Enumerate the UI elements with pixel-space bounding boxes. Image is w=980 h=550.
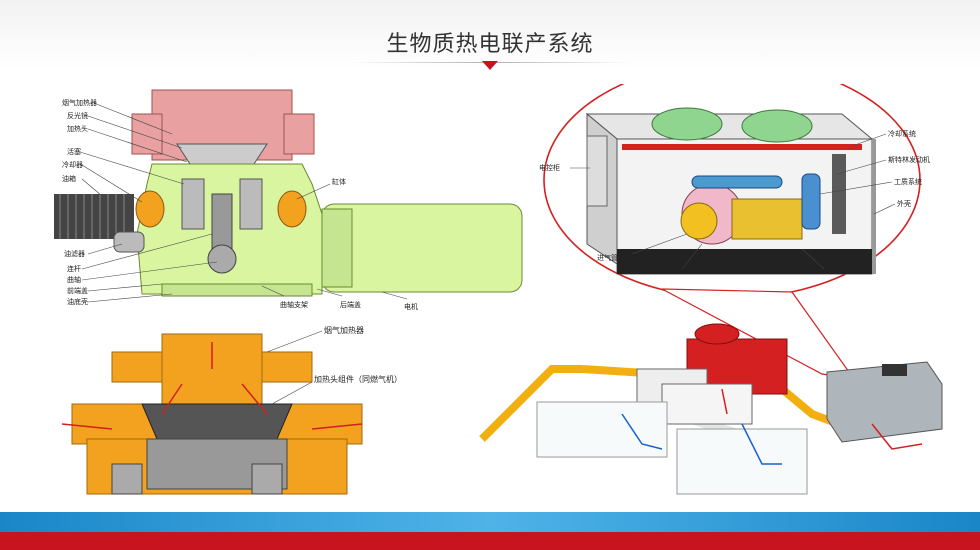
footer-red-band: [0, 532, 980, 550]
engine-oil-pan: [161, 283, 313, 297]
heater-detail: 烟气加热器 加热头组件（同燃气机）: [61, 325, 402, 495]
label-control-cabinet: 电控柜: [539, 163, 560, 172]
label-frame: 外壳: [897, 199, 911, 208]
unit-blue-pipe: [691, 175, 783, 189]
system-yellow-pipe-left: [479, 365, 582, 442]
label-rear-cover: 后端盖: [340, 300, 361, 309]
engine-cross-section: 烟气加热器 反光镜 加热头 活塞 冷却器 油箱 油滤器 连杆 曲轴 前端盖 油底…: [54, 89, 523, 311]
footer-blue-band: [0, 512, 980, 532]
system-tank-mid: [661, 383, 753, 425]
engine-heater-left-flange: [131, 113, 163, 155]
slide-title: 生物质热电联产系统: [386, 32, 594, 57]
heater-left-cylinder: [111, 463, 143, 495]
engine-motor-flange: [321, 208, 353, 288]
engine-leader-lines: [79, 102, 408, 303]
engine-reflector: [176, 143, 268, 165]
label-front-cover: 前端盖: [67, 286, 88, 295]
label-heating-head-assembly: 加热头组件（同燃气机）: [314, 374, 402, 384]
title-marker-icon: [482, 61, 498, 70]
engine-oil-filter: [113, 231, 145, 253]
system-view: [479, 323, 943, 495]
label-cooler: 冷却器: [62, 160, 83, 169]
engine-cooler-right: [277, 190, 307, 228]
label-flue-heater: 烟气加热器: [62, 98, 97, 107]
engine-heater-right-flange: [283, 113, 315, 155]
label-flue-heater-3d: 烟气加热器: [652, 266, 687, 275]
label-piston: 活塞: [67, 147, 81, 156]
system-water-tank-2: [676, 428, 808, 495]
engine-piston-right: [239, 178, 263, 230]
unit-control-cabinet: [586, 135, 608, 207]
label-stirling-engine: 斯特林发动机: [888, 155, 930, 164]
unit-roof: [585, 113, 874, 140]
unit-right-edge: [872, 139, 876, 274]
diagram-canvas: 烟气加热器 反光镜 加热头 活塞 冷却器 油箱 油滤器 连杆 曲轴 前端盖 油底…: [54, 61, 943, 495]
system-water-tank-1: [536, 401, 668, 458]
label-oil-tank: 油箱: [62, 174, 76, 183]
system-blue-lines: [621, 413, 782, 465]
unit-fan-left: [651, 107, 723, 141]
label-exhaust: 排烟管路: [827, 265, 855, 274]
engine-piston-left: [181, 178, 205, 230]
label-heater: 烟气加热器: [324, 325, 364, 335]
unit-work-fluid-tank: [801, 173, 821, 230]
unit-leader-lines: [570, 133, 896, 270]
label-reflector: 反光镜: [67, 111, 88, 120]
unit-intake-pipe: [680, 202, 718, 240]
heater-flow-arrows: [61, 342, 363, 430]
heater-right-cylinder: [251, 463, 283, 495]
label-crank-support: 曲轴支架: [280, 300, 308, 309]
unit-base: [617, 249, 872, 274]
label-connecting-rod: 连杆: [67, 264, 81, 273]
unit-3d: 电控柜 冷却系统 斯特林发动机 工质系统 外壳 进气管路 烟气加热器 排烟管路: [539, 61, 930, 380]
heater-leader-lines: [266, 330, 323, 405]
unit-fan-right: [741, 109, 813, 143]
system-unit-vent: [882, 364, 907, 376]
system-red-heater-cap: [694, 323, 740, 345]
label-cooling-system: 冷却系统: [888, 129, 916, 138]
label-cylinder: 缸体: [332, 177, 346, 186]
label-crankshaft: 曲轴: [67, 275, 81, 284]
content-panel: 烟气加热器 反光镜 加热头 活塞 冷却器 油箱 油滤器 连杆 曲轴 前端盖 油底…: [22, 61, 948, 512]
unit-stirling-engine: [731, 198, 803, 240]
label-oil-pan: 油底壳: [67, 297, 88, 306]
label-intake: 进气管路: [597, 253, 625, 262]
system-red-lines: [721, 388, 923, 450]
label-heating-head: 加热头: [67, 124, 88, 133]
label-work-fluid: 工质系统: [894, 177, 922, 186]
engine-crankshaft: [207, 244, 237, 274]
engine-cooler-left: [135, 190, 165, 228]
label-oil-filter: 油滤器: [64, 249, 85, 258]
unit-cooling-column: [832, 154, 846, 234]
unit-red-rail: [622, 144, 862, 150]
engine-left-labels: 烟气加热器 反光镜 加热头 活塞 冷却器 油箱 油滤器 连杆 曲轴 前端盖 油底…: [62, 98, 97, 306]
label-motor: 电机: [404, 302, 418, 311]
system-unit-box: [826, 361, 943, 443]
